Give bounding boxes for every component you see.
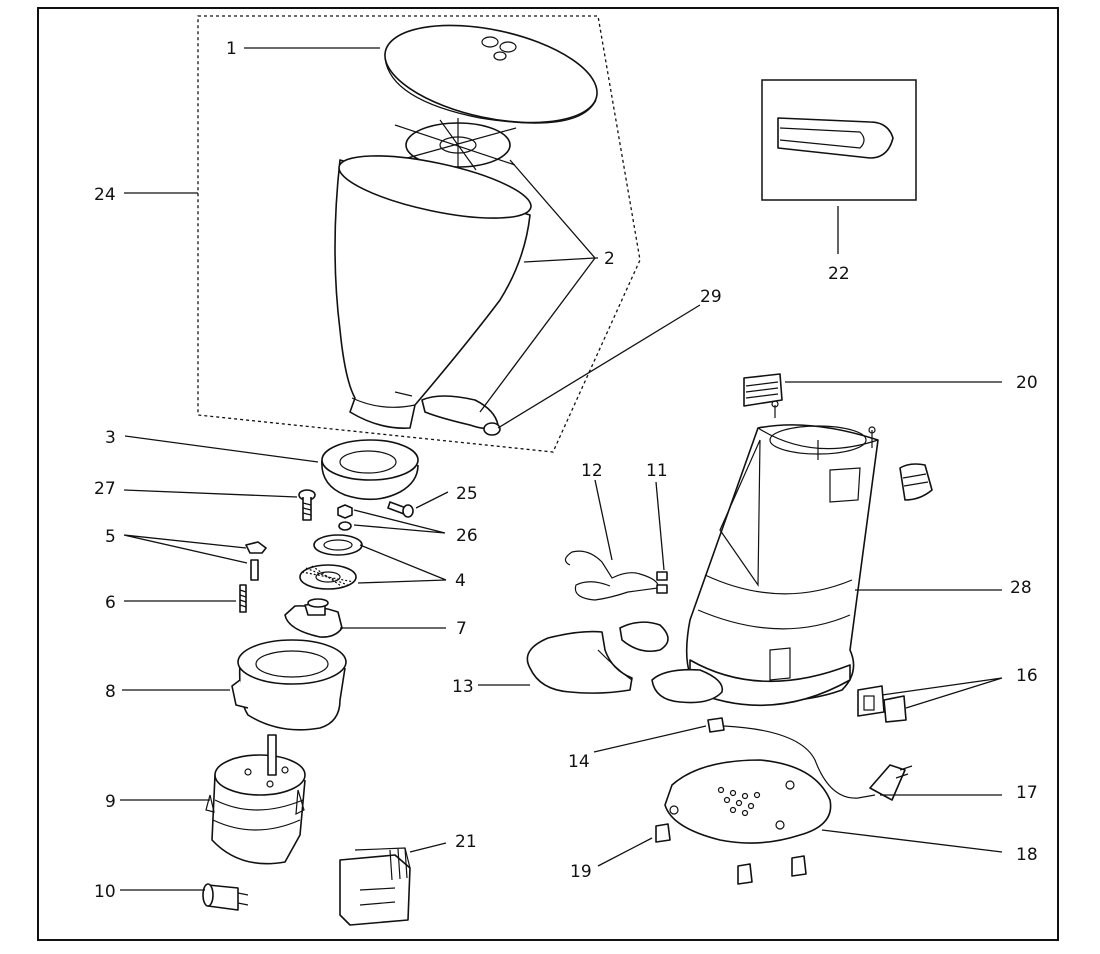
part-slide-gate [421, 395, 501, 436]
part-base-tray-13 [526, 621, 724, 704]
callout-21: 21 [455, 832, 477, 852]
hopper-assembly-boundary [197, 15, 641, 453]
part-nut-washer-26 [337, 504, 353, 531]
callout-5: 5 [105, 527, 116, 547]
part-clip-detail [761, 79, 917, 201]
part-motor [205, 734, 306, 865]
callout-29: 29 [700, 287, 722, 307]
part-grid-screen [394, 118, 517, 172]
callout-11: 11 [646, 461, 668, 481]
part-switch-cover-20 [743, 373, 933, 501]
part-housing [685, 400, 879, 707]
callout-8: 8 [105, 682, 116, 702]
part-capacitor [202, 883, 249, 911]
part-switches-16 [857, 685, 907, 723]
callout-14: 14 [568, 752, 590, 772]
callout-3: 3 [105, 428, 116, 448]
callout-25: 25 [456, 484, 478, 504]
part-hopper [334, 155, 532, 429]
part-switch-block [339, 847, 411, 926]
part-burr-carrier [284, 598, 343, 638]
callout-26: 26 [456, 526, 478, 546]
part-base-plate [664, 759, 832, 844]
part-burrs [299, 534, 363, 590]
callout-20: 20 [1016, 373, 1038, 393]
callout-22: 22 [828, 264, 850, 284]
callout-7: 7 [456, 619, 467, 639]
callout-9: 9 [105, 792, 116, 812]
callout-1: 1 [226, 39, 237, 59]
callout-12: 12 [581, 461, 603, 481]
callout-6: 6 [105, 593, 116, 613]
callout-27: 27 [94, 479, 116, 499]
outer-frame [37, 7, 1059, 941]
callout-28: 28 [1010, 578, 1032, 598]
callout-18: 18 [1016, 845, 1038, 865]
part-feet-19 [655, 823, 807, 885]
part-screw-27 [298, 489, 316, 521]
callout-16: 16 [1016, 666, 1038, 686]
part-hopper-collar [321, 439, 419, 501]
part-burr-housing [231, 639, 347, 731]
part-power-cord [707, 717, 913, 801]
callout-17: 17 [1016, 783, 1038, 803]
part-adjuster-5 [245, 541, 267, 581]
callout-4: 4 [455, 571, 466, 591]
leader-lines [120, 47, 1003, 891]
callout-19: 19 [570, 862, 592, 882]
part-spring-12 [564, 550, 668, 601]
part-lid [384, 24, 598, 124]
part-threaded-pin-6 [239, 584, 247, 613]
callout-2: 2 [604, 249, 615, 269]
callout-13: 13 [452, 677, 474, 697]
part-screw-25 [387, 501, 414, 518]
callout-24: 24 [94, 185, 116, 205]
callout-10: 10 [94, 882, 116, 902]
callout-labels: 1 2 3 4 5 6 7 8 9 10 11 12 13 14 16 17 1… [94, 39, 1038, 902]
